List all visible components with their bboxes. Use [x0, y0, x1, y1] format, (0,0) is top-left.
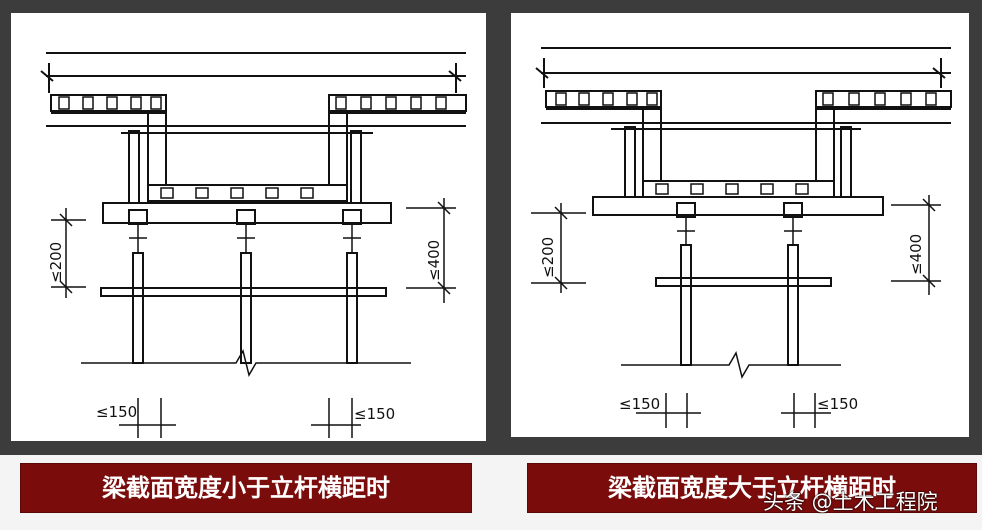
dim-spacing-left: ≤200 — [47, 242, 65, 283]
watermark-text: 头条 @土木工程院 — [763, 490, 938, 514]
dim-spacing-left: ≤200 — [539, 237, 557, 278]
caption-left: 梁截面宽度小于立杆横距时 — [20, 463, 472, 513]
caption-right: 梁截面宽度大于立杆横距时 — [527, 463, 977, 513]
dim-offset-a: ≤150 — [619, 395, 660, 413]
dim-spacing-right: ≤400 — [907, 234, 925, 275]
diagram-left: ≤200 ≤400 ≤150 ≤150 — [11, 13, 486, 441]
diagram-right: ≤200 ≤400 ≤150 ≤150 — [511, 13, 969, 437]
dim-offset-a: ≤150 — [96, 403, 137, 421]
dim-offset-b: ≤150 — [354, 405, 395, 423]
dim-offset-b: ≤150 — [817, 395, 858, 413]
dim-spacing-right: ≤400 — [425, 240, 443, 281]
formwork-drawing-narrow-beam: ≤200 ≤400 ≤150 ≤150 — [40, 52, 467, 438]
formwork-drawing-wide-beam: ≤200 ≤400 ≤150 ≤150 — [531, 47, 952, 428]
